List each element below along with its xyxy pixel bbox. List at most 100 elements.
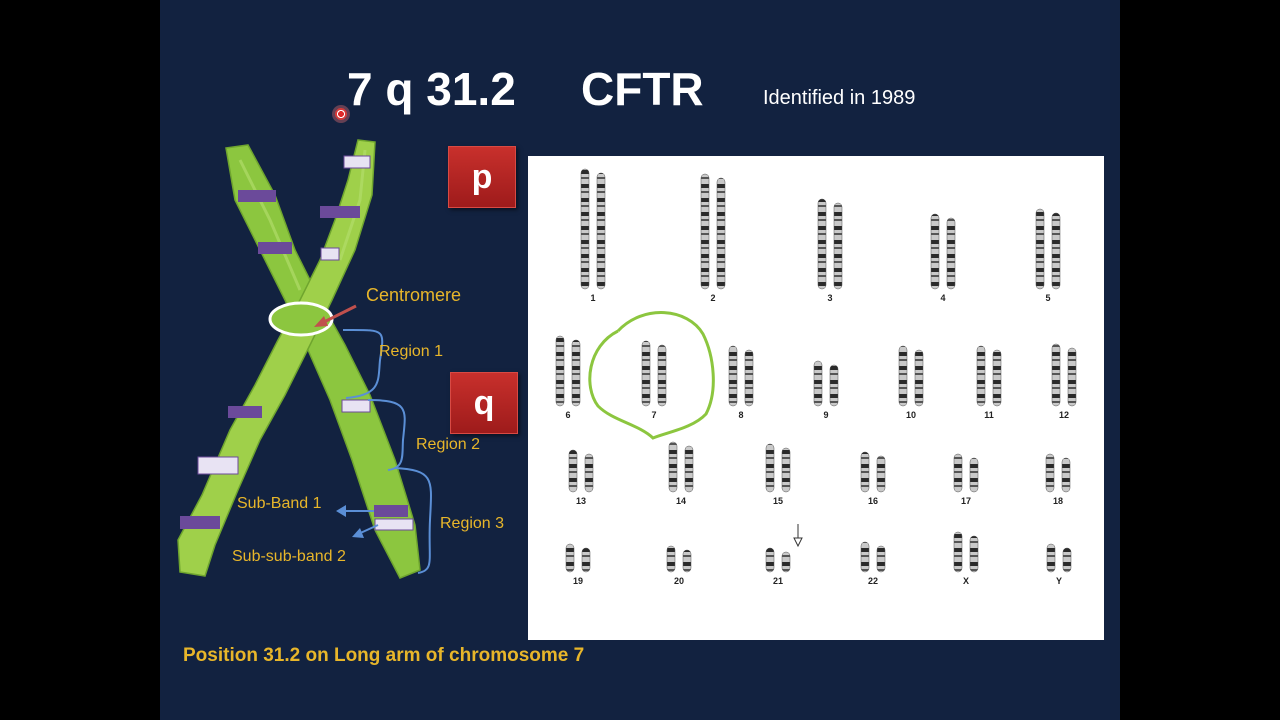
karyotype-label-9: 9	[823, 410, 828, 420]
chromosome-19	[581, 547, 591, 573]
p-arm-box: p	[448, 146, 516, 208]
chromosome-10	[898, 345, 908, 407]
chromosome-diagram	[177, 139, 432, 579]
chromosome-4	[946, 217, 956, 290]
chromosome-17	[969, 457, 979, 493]
chromosome-21	[781, 551, 791, 573]
band-light	[343, 155, 371, 169]
region-2-label: Region 2	[416, 436, 481, 453]
chromosome-19	[565, 543, 575, 573]
chromosome-15	[781, 447, 791, 493]
chromosome-12	[1067, 347, 1077, 407]
karyotype-label-21: 21	[773, 576, 783, 586]
chromosome-1	[596, 172, 606, 290]
band	[228, 406, 262, 418]
chromosome-6	[571, 339, 581, 407]
band-light	[197, 456, 239, 475]
karyotype-label-4: 4	[940, 293, 945, 303]
karyotype-label-y: Y	[1056, 576, 1062, 586]
karyotype-label-1: 1	[590, 293, 595, 303]
chromosome-12	[1051, 343, 1061, 407]
chromosome-16	[860, 451, 870, 493]
chromosome-11	[976, 345, 986, 407]
footer-caption: Position 31.2 on Long arm of chromosome …	[183, 645, 585, 666]
karyotype-label-7: 7	[651, 410, 656, 420]
karyotype-label-19: 19	[573, 576, 583, 586]
band-light	[320, 247, 340, 261]
karyotype-label-17: 17	[961, 496, 971, 506]
chromosome-14	[684, 445, 694, 493]
title-locus: 7 q 31.2	[347, 63, 516, 115]
chromosome-1	[580, 168, 590, 290]
karyotype-label-2: 2	[710, 293, 715, 303]
band	[374, 505, 408, 517]
karyotype-label-14: 14	[676, 496, 686, 506]
chromosome-7	[657, 344, 667, 407]
q-arm-box: q	[450, 372, 518, 434]
band	[180, 516, 220, 529]
region-2-bracket	[367, 399, 406, 471]
karyotype-label-15: 15	[773, 496, 783, 506]
chromosome-13	[568, 449, 578, 493]
chromosome-22	[860, 541, 870, 573]
chromosome-15	[765, 443, 775, 493]
laser-pointer-icon	[332, 105, 350, 123]
band	[258, 242, 292, 254]
chromosome-6	[555, 335, 565, 407]
karyotype-label-10: 10	[906, 410, 916, 420]
chromosome-2	[716, 177, 726, 290]
karyotype-label-20: 20	[674, 576, 684, 586]
chromosome-9	[813, 360, 823, 407]
chromosome-2	[700, 173, 710, 290]
chromosome-y	[1062, 547, 1072, 573]
karyotype-label-13: 13	[576, 496, 586, 506]
chromosome-10	[914, 349, 924, 407]
chromosome-21	[765, 547, 775, 573]
chromosome-14	[668, 441, 678, 493]
chromosome-20	[682, 549, 692, 573]
region-3-label: Region 3	[440, 515, 505, 532]
chromosome-11	[992, 349, 1002, 407]
chromosome-3	[833, 202, 843, 290]
region-1-bracket	[342, 328, 384, 399]
title-gene: CFTR	[581, 63, 704, 115]
band-light	[341, 399, 371, 413]
region-3-bracket	[394, 467, 432, 574]
karyotype-label-18: 18	[1053, 496, 1063, 506]
chromosome-17	[953, 453, 963, 493]
karyotype-label-8: 8	[738, 410, 743, 420]
chromosome-18	[1045, 453, 1055, 493]
chromosome-7	[641, 340, 651, 407]
chromosome-x	[953, 531, 963, 573]
subtitle: Identified in 1989	[763, 87, 916, 109]
karyotype-label-6: 6	[565, 410, 570, 420]
chromosome-4	[930, 213, 940, 290]
karyotype-label-22: 22	[868, 576, 878, 586]
chromosome-5	[1051, 212, 1061, 290]
slide: 7 q 31.2 CFTR Identified in 1989	[160, 0, 1120, 720]
chromosome-9	[829, 364, 839, 407]
band-light	[374, 518, 414, 531]
chromosome-22	[876, 545, 886, 573]
karyotype-label-5: 5	[1045, 293, 1050, 303]
chromosome-18	[1061, 457, 1071, 493]
chromosome-8	[744, 349, 754, 407]
karyotype-label-16: 16	[868, 496, 878, 506]
subband-label: Sub-Band 1	[237, 495, 322, 512]
band	[238, 190, 276, 202]
chromosome-5	[1035, 208, 1045, 290]
centromere-label: Centromere	[366, 285, 462, 305]
chromosome-20	[666, 545, 676, 573]
chromosome-y	[1046, 543, 1056, 573]
band	[320, 206, 360, 218]
subsubband-label: Sub-sub-band 2	[232, 548, 346, 565]
chromosome-x	[969, 535, 979, 573]
chromosome-3	[817, 198, 827, 290]
karyotype-label-3: 3	[827, 293, 832, 303]
chromosome-8	[728, 345, 738, 407]
chromosome-16	[876, 455, 886, 493]
chromosome-7-highlight-circle	[588, 311, 715, 440]
karyotype-label-12: 12	[1059, 410, 1069, 420]
chromosome-13	[584, 453, 594, 493]
